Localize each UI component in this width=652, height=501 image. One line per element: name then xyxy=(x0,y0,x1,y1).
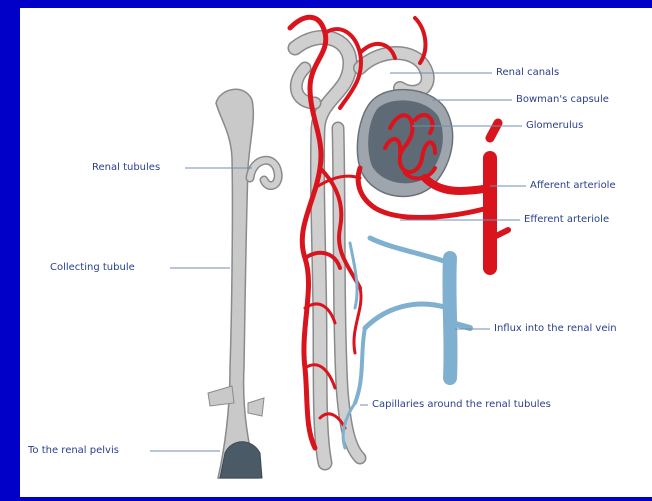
nephron-illustration xyxy=(20,8,652,497)
label-renal-pelvis: To the renal pelvis xyxy=(28,445,119,457)
label-influx-renal-vein: Influx into the renal vein xyxy=(494,323,617,335)
label-glomerulus: Glomerulus xyxy=(526,120,583,132)
label-capillaries: Capillaries around the renal tubules xyxy=(372,399,551,411)
label-afferent-arteriole: Afferent arteriole xyxy=(530,180,616,192)
label-efferent-arteriole: Efferent arteriole xyxy=(524,214,609,226)
label-renal-tubules: Renal tubules xyxy=(92,162,160,174)
label-renal-canals: Renal canals xyxy=(496,67,559,79)
veins-shape xyxy=(343,238,470,448)
label-collecting-tubule: Collecting tubule xyxy=(50,262,135,274)
collecting-tubule-shape xyxy=(208,89,264,478)
label-bowmans-capsule: Bowman's capsule xyxy=(516,94,609,106)
diagram-panel: Renal canals Bowman's capsule Glomerulus… xyxy=(20,8,652,497)
